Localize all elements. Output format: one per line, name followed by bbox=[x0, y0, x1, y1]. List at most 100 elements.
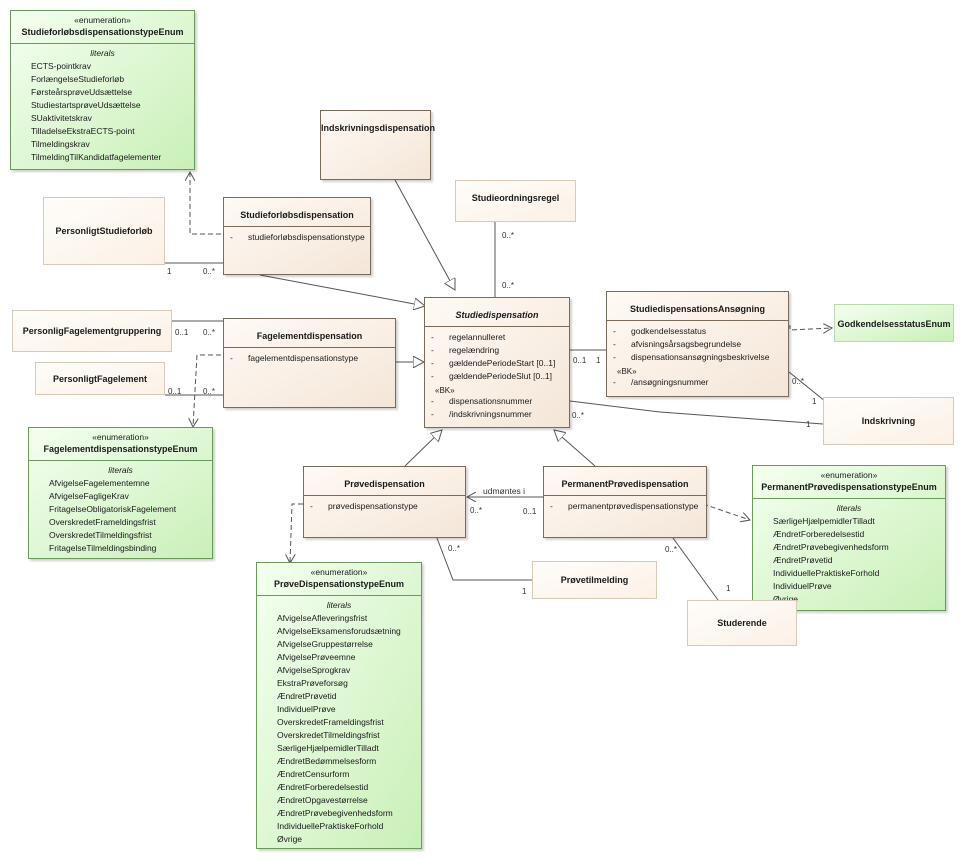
provedispensationstype-enum[interactable]: «enumeration» PrøveDispensationstypeEnum… bbox=[256, 562, 422, 849]
provedispensation-class[interactable]: Prøvedispensation -prøvedispensationstyp… bbox=[303, 466, 466, 538]
studiedispensation-class[interactable]: Studiedispensation -regelannulleret -reg… bbox=[424, 297, 570, 428]
fagelementdispensationstype-enum[interactable]: «enumeration» Fagelementdispensationstyp… bbox=[28, 427, 213, 559]
attribute: -fagelementdispensationstype bbox=[230, 353, 359, 363]
assoc-sd-indskrivning bbox=[569, 400, 824, 425]
permanentprovedispensationstype-enum[interactable]: «enumeration» PermanentPrøvedispensation… bbox=[752, 465, 946, 611]
attribute: -godkendelsesstatus bbox=[613, 326, 707, 336]
class-name: StudieforløbsdispensationstypeEnum bbox=[21, 27, 184, 37]
multiplicity: 1 bbox=[726, 584, 731, 593]
literal: Øvrige bbox=[277, 834, 303, 844]
literal: AfvigelseAfleveringsfrist bbox=[277, 613, 368, 623]
permanent-provedispensation-class[interactable]: PermanentPrøvedispensation -permanentprø… bbox=[543, 466, 707, 538]
class-name: PersonligtStudieforløb bbox=[55, 226, 153, 236]
literal: IndividuellePraktiskeForhold bbox=[773, 568, 880, 578]
provetilmelding-class[interactable]: Prøvetilmelding bbox=[532, 561, 657, 599]
literal: ÆndretForberedelsestid bbox=[277, 782, 369, 792]
attribute: -studieforløbsdispensationstype bbox=[230, 232, 365, 242]
attribute: -regelannulleret bbox=[431, 332, 506, 342]
indskrivningsdispensation-class[interactable]: Indskrivningsdispensation bbox=[320, 110, 435, 180]
literal-list: AfvigelseFagelementemne AfvigelseFaglige… bbox=[29, 477, 212, 555]
divider bbox=[753, 498, 945, 499]
enum-stereotype: «enumeration» bbox=[820, 470, 878, 480]
studieforlobsdispensationstype-enum[interactable]: «enumeration» Studieforløbsdispensations… bbox=[10, 10, 195, 170]
literal-list: ECTS-pointkrav ForlængelseStudieforløb F… bbox=[11, 60, 194, 164]
dep-permanent-enum bbox=[702, 503, 750, 520]
literal: OverskredetFrameldingsfrist bbox=[277, 717, 384, 727]
literal: FritagelseObligatoriskFagelement bbox=[49, 504, 177, 514]
studieordningsregel-class[interactable]: Studieordningsregel bbox=[455, 180, 576, 222]
gen-indskrivningsdisp bbox=[394, 179, 455, 290]
multiplicity: 0..* bbox=[448, 544, 461, 553]
personligt-studieforlob-class[interactable]: PersonligtStudieforløb bbox=[43, 197, 165, 265]
divider bbox=[425, 326, 569, 327]
literal: OverskredetFrameldingsfrist bbox=[49, 517, 156, 527]
literal: IndividuellePraktiskeForhold bbox=[277, 821, 384, 831]
multiplicity: 0..* bbox=[203, 328, 216, 337]
class-name: GodkendelsesstatusEnum bbox=[837, 319, 951, 329]
attribute: -regelændring bbox=[431, 345, 500, 355]
multiplicity: 1 bbox=[812, 397, 817, 406]
attribute-list: -studieforløbsdispensationstype bbox=[224, 227, 370, 244]
multiplicity: 0..1 bbox=[168, 387, 182, 396]
dep-fagelement-enum bbox=[193, 354, 229, 427]
multiplicity: 0..* bbox=[502, 231, 515, 240]
literal: AfvigelsePrøveemne bbox=[277, 652, 356, 662]
attribute: -gældendePeriodeStart [0..1] bbox=[431, 358, 556, 368]
divider bbox=[257, 595, 421, 596]
personlig-fagelementgruppering-class[interactable]: PersonligFagelementgruppering bbox=[12, 310, 172, 352]
multiplicity: 0..* bbox=[665, 545, 678, 554]
studiedispensationsansogning-class[interactable]: StudiedispensationsAnsøgning -godkendels… bbox=[606, 291, 789, 397]
personligt-fagelement-class[interactable]: PersonligtFagelement bbox=[35, 362, 165, 395]
divider bbox=[224, 226, 370, 227]
literal: Øvrige bbox=[773, 594, 799, 604]
divider bbox=[224, 347, 395, 348]
attribute: -/ansøgningsnummer bbox=[613, 377, 709, 387]
literal: ÆndretPrøvetid bbox=[773, 555, 833, 565]
class-name: Studerende bbox=[717, 618, 767, 628]
godkendelsesstatus-enum[interactable]: GodkendelsesstatusEnum bbox=[834, 304, 954, 342]
attribute: -dispensationsnummer bbox=[431, 396, 533, 406]
multiplicity: 0..* bbox=[792, 377, 805, 386]
literal: ForlængelseStudieforløb bbox=[31, 74, 125, 84]
attribute: -gældendePeriodeSlut [0..1] bbox=[431, 371, 553, 381]
indskrivning-class[interactable]: Indskrivning bbox=[823, 397, 954, 445]
literal: IndividuelPrøve bbox=[773, 581, 832, 591]
gen-permanentdisp bbox=[554, 430, 596, 467]
literal: TilladelseEkstraECTS-point bbox=[31, 126, 135, 136]
studerende-class[interactable]: Studerende bbox=[687, 600, 797, 646]
multiplicity: 1 bbox=[806, 420, 811, 429]
divider bbox=[11, 43, 194, 44]
literal-list: AfvigelseAfleveringsfrist AfvigelseEksam… bbox=[257, 612, 421, 846]
literal-list: SærligeHjælpemidlerTilladt ÆndretForbere… bbox=[753, 515, 945, 606]
literal: StudiestartsprøveUdsættelse bbox=[31, 100, 141, 110]
fagelementdispensation-class[interactable]: Fagelementdispensation -fagelementdispen… bbox=[223, 318, 396, 408]
studieforlobsdispensation-class[interactable]: Studieforløbsdispensation -studieforløbs… bbox=[223, 197, 371, 275]
attribute-list: -permanentprøvedispensationstype bbox=[544, 496, 706, 513]
literal: SærligeHjælpemidlerTilladt bbox=[773, 516, 875, 526]
divider bbox=[29, 460, 212, 461]
class-name: Prøvedispensation bbox=[344, 479, 425, 489]
multiplicity: 0..1 bbox=[175, 328, 189, 337]
bk-attribute-list: -/ansøgningsnummer bbox=[607, 376, 788, 389]
attribute-list: -godkendelsesstatus -afvisningsårsagsbeg… bbox=[607, 321, 788, 364]
divider bbox=[544, 495, 706, 496]
literal: TilmeldingTilKandidatfagelementer bbox=[31, 152, 162, 162]
multiplicity: 1 bbox=[596, 356, 601, 365]
enum-stereotype: «enumeration» bbox=[74, 15, 131, 25]
multiplicity: 0..* bbox=[470, 506, 483, 515]
attribute-list: -regelannulleret -regelændring -gældende… bbox=[425, 327, 569, 383]
multiplicity: 0..1 bbox=[523, 507, 537, 516]
literal: AfvigelseGruppestørrelse bbox=[277, 639, 373, 649]
literal: EkstraPrøveforsøg bbox=[277, 678, 348, 688]
literal: AfvigelseFagelementemne bbox=[49, 478, 150, 488]
class-name: Studieforløbsdispensation bbox=[240, 210, 354, 220]
literal: ÆndretPrøvebegivenhedsform bbox=[773, 542, 889, 552]
class-name: Studieordningsregel bbox=[471, 193, 560, 203]
literals-label: literals bbox=[326, 600, 352, 610]
literal: ÆndretForberedelsestid bbox=[773, 529, 865, 539]
gen-provedisp bbox=[404, 430, 442, 467]
literal: AfvigelseEksamensforudsætning bbox=[277, 626, 401, 636]
literal: ÆndretCensurform bbox=[277, 769, 350, 779]
